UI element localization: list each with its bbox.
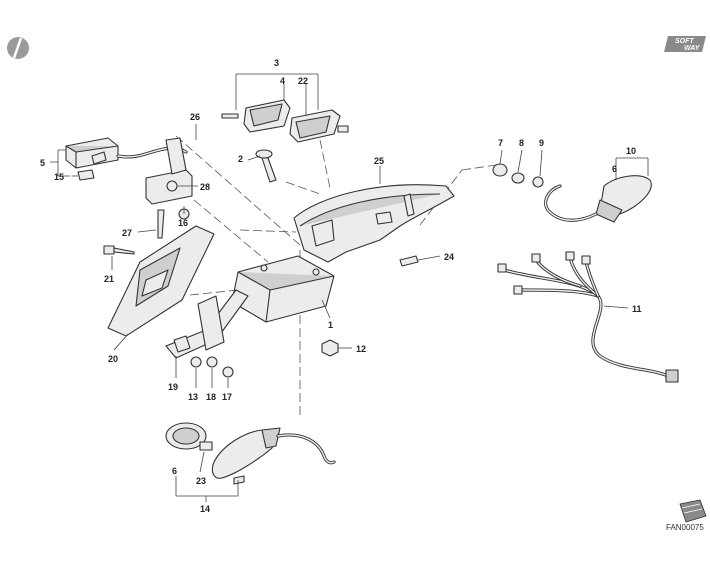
leader-lines — [50, 73, 649, 502]
callout-6-right: 6 — [612, 164, 617, 174]
callout-14: 14 — [200, 504, 210, 514]
callout-23: 23 — [196, 476, 206, 486]
callout-20: 20 — [108, 354, 118, 364]
callout-18: 18 — [206, 392, 216, 402]
rear-turn-signals-top — [221, 99, 349, 143]
callout-19: 19 — [168, 382, 178, 392]
callout-17: 17 — [222, 392, 232, 402]
diagram-code: FAN00075 — [666, 523, 704, 532]
screw-part-24 — [399, 255, 419, 267]
callout-9: 9 — [539, 138, 544, 148]
bolt-part-2 — [255, 149, 277, 183]
pencil-mark-icon — [7, 37, 29, 59]
callout-8: 8 — [519, 138, 524, 148]
rear-turn-signal-right — [544, 175, 652, 223]
callout-2: 2 — [238, 154, 243, 164]
callout-27: 27 — [122, 228, 132, 238]
callout-22: 22 — [298, 76, 308, 86]
callout-21: 21 — [104, 274, 114, 284]
wiring-harness — [497, 251, 679, 383]
callout-11: 11 — [632, 304, 642, 314]
bolt-part-21 — [103, 245, 135, 255]
callout-5: 5 — [40, 158, 45, 168]
callout-1: 1 — [328, 320, 333, 330]
rear-fender-cover — [293, 184, 455, 263]
callout-10: 10 — [626, 146, 636, 156]
brand-logo: SOFT WAY — [664, 36, 706, 52]
plate-holder-bracket — [231, 255, 335, 323]
washers-and-nuts — [206, 339, 339, 378]
manual-book-icon — [679, 499, 707, 523]
callout-4: 4 — [280, 76, 285, 86]
lower-support-arm — [165, 289, 249, 368]
callout-6-lower: 6 — [172, 466, 177, 476]
rear-turn-signal-lower — [165, 422, 336, 485]
light-bracket — [145, 137, 193, 239]
callout-7: 7 — [498, 138, 503, 148]
callout-12: 12 — [356, 344, 366, 354]
brand-logo-top-text: SOFT — [675, 38, 694, 45]
callout-15: 15 — [54, 172, 64, 182]
grommet-spacer-nut — [492, 163, 544, 188]
callout-3: 3 — [274, 58, 279, 68]
callout-16: 16 — [178, 218, 188, 228]
callout-13: 13 — [188, 392, 198, 402]
callout-25: 25 — [374, 156, 384, 166]
callout-28: 28 — [200, 182, 210, 192]
callout-26: 26 — [190, 112, 200, 122]
callout-labels: 3 4 22 2 26 5 15 28 16 27 21 20 19 13 18… — [40, 58, 642, 514]
callout-24: 24 — [444, 252, 454, 262]
brand-logo-bottom-text: WAY — [684, 45, 701, 52]
plate-support-frame — [107, 225, 215, 337]
